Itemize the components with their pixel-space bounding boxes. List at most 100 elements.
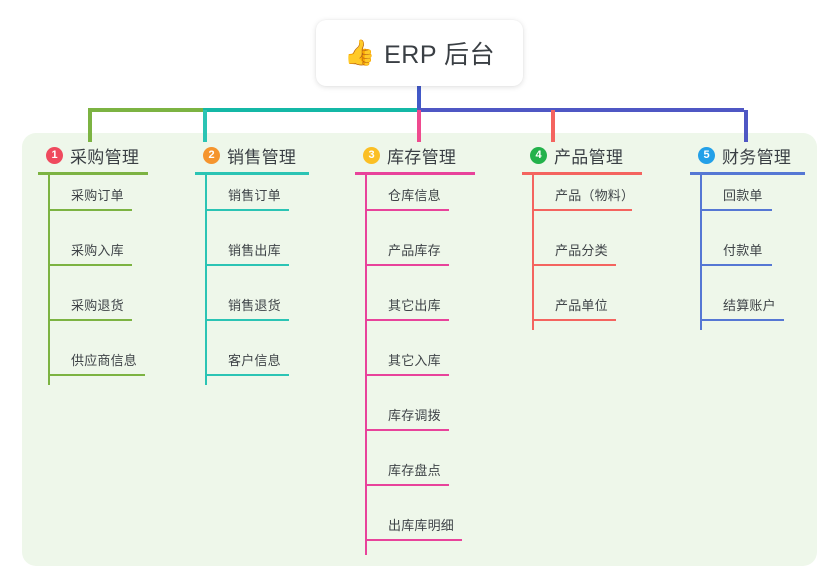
menu-item-label: 采购退货 [71,298,124,313]
menu-item-label: 产品（物料） [555,188,635,203]
menu-item-label: 库存调拨 [388,408,441,423]
menu-item[interactable]: 其它入库 [365,350,449,376]
category-column-1: 1 采购管理采购订单采购入库采购退货供应商信息 [38,142,188,385]
menu-item-underline [700,209,772,211]
category-underline-1 [38,172,148,175]
menu-item-label: 产品分类 [555,243,608,258]
menu-item[interactable]: 产品单位 [532,295,616,321]
menu-item-label: 出库库明细 [388,518,455,533]
connector-bus-teal [203,108,417,112]
diagram-panel [22,133,817,566]
category-column-5: 5 财务管理回款单付款单结算账户 [690,142,815,330]
category-title-5: 财务管理 [722,147,792,167]
category-badge-1: 1 [46,146,63,164]
menu-item-underline [365,209,449,211]
menu-item-underline [365,484,449,486]
category-underline-2 [195,172,309,175]
category-underline-4 [522,172,642,175]
menu-item-underline [365,374,449,376]
menu-item[interactable]: 其它出库 [365,295,449,321]
menu-item-label: 销售订单 [228,188,281,203]
category-title-2: 销售管理 [227,147,297,167]
category-underline-3 [355,172,475,175]
category-header-1[interactable]: 1 采购管理 [38,142,188,168]
menu-item-underline [700,264,772,266]
menu-item-label: 产品库存 [388,243,441,258]
menu-item-label: 产品单位 [555,298,608,313]
menu-item[interactable]: 产品（物料） [532,185,634,211]
menu-item-label: 结算账户 [723,298,776,313]
root-node-title: ERP 后台 [384,41,496,69]
menu-item-underline [48,264,132,266]
menu-item[interactable]: 产品库存 [365,240,449,266]
connector-bus-green [88,108,203,112]
menu-item[interactable]: 结算账户 [700,295,784,321]
menu-item[interactable]: 供应商信息 [48,350,145,376]
category-stem-2 [205,175,207,385]
category-badge-5: 5 [698,146,715,164]
menu-item[interactable]: 付款单 [700,240,772,266]
category-title-3: 库存管理 [387,147,457,167]
category-underline-5 [690,172,805,175]
category-title-1: 采购管理 [70,147,140,167]
menu-item-label: 仓库信息 [388,188,441,203]
menu-item-label: 其它出库 [388,298,441,313]
thumbs-up-icon: 👍 [343,38,376,67]
menu-item[interactable]: 库存调拨 [365,405,449,431]
menu-item[interactable]: 采购入库 [48,240,132,266]
category-stem-3 [365,175,367,555]
category-stem-1 [48,175,50,385]
connector-drop-3 [417,110,421,142]
menu-item[interactable]: 销售退货 [205,295,289,321]
menu-item[interactable]: 采购退货 [48,295,132,321]
menu-item-label: 销售退货 [228,298,281,313]
connector-drop-1 [88,110,92,142]
category-badge-4: 4 [530,146,547,164]
menu-item-underline [365,264,449,266]
menu-item-underline [532,264,616,266]
menu-item-underline [48,209,132,211]
menu-item-label: 库存盘点 [388,463,441,478]
menu-item-underline [48,319,132,321]
menu-item-underline [532,319,616,321]
menu-item-underline [205,209,289,211]
menu-item-label: 回款单 [723,188,763,203]
connector-trunk [417,86,421,111]
menu-item-label: 其它入库 [388,353,441,368]
menu-item[interactable]: 销售订单 [205,185,289,211]
menu-item[interactable]: 出库库明细 [365,515,462,541]
menu-item-label: 采购入库 [71,243,124,258]
menu-item-underline [205,319,289,321]
menu-item-underline [205,374,289,376]
connector-drop-4 [551,110,555,142]
menu-item[interactable]: 回款单 [700,185,772,211]
category-header-5[interactable]: 5 财务管理 [690,142,815,168]
menu-item-label: 客户信息 [228,353,281,368]
connector-drop-2 [203,110,207,142]
category-column-3: 3 库存管理仓库信息产品库存其它出库其它入库库存调拨库存盘点出库库明细 [355,142,515,555]
menu-item[interactable]: 库存盘点 [365,460,449,486]
category-stem-4 [532,175,534,330]
menu-item-underline [205,264,289,266]
root-node-erp-backend[interactable]: 👍 ERP 后台 [316,20,523,86]
category-badge-3: 3 [363,146,380,164]
menu-item-label: 销售出库 [228,243,281,258]
menu-item[interactable]: 产品分类 [532,240,616,266]
connector-bus-blue [417,108,744,112]
menu-item-underline [48,374,145,376]
menu-item[interactable]: 采购订单 [48,185,132,211]
menu-item-underline [700,319,784,321]
menu-item-underline [365,319,449,321]
menu-item[interactable]: 客户信息 [205,350,289,376]
menu-item-label: 供应商信息 [71,353,138,368]
menu-item-underline [532,209,632,211]
menu-item-label: 采购订单 [71,188,124,203]
category-header-3[interactable]: 3 库存管理 [355,142,515,168]
connector-drop-5 [744,110,748,142]
menu-item[interactable]: 销售出库 [205,240,289,266]
menu-item[interactable]: 仓库信息 [365,185,449,211]
